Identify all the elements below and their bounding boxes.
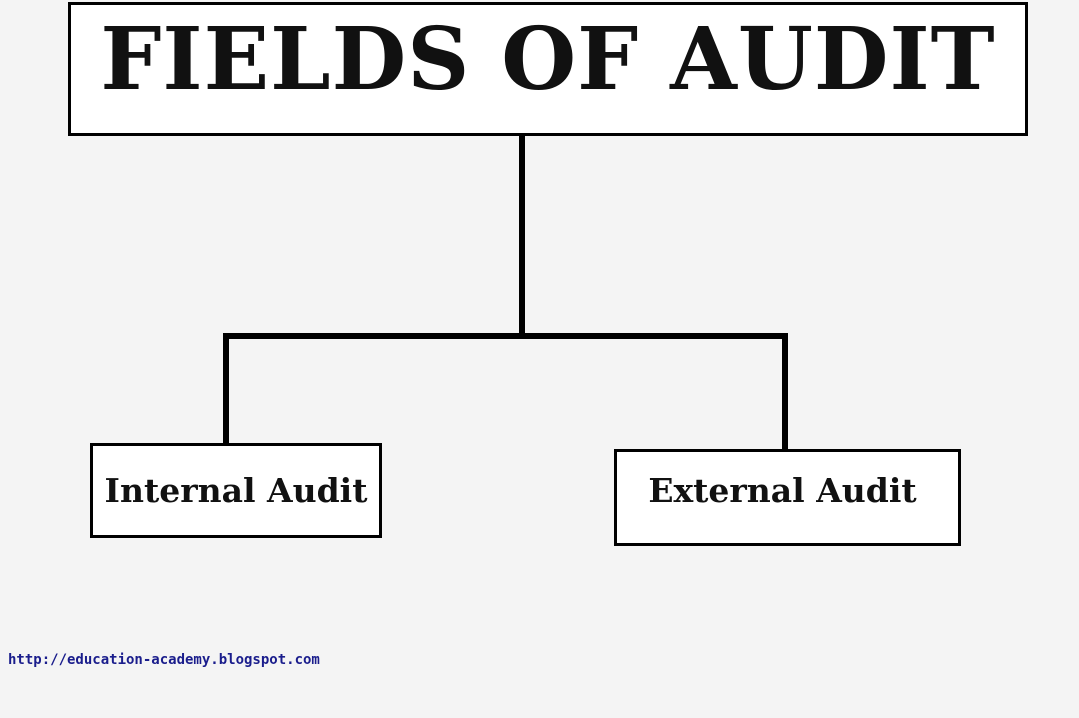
internal-audit-node: Internal Audit <box>90 443 382 538</box>
root-node-label: FIELDS OF AUDIT <box>100 8 996 110</box>
root-node: FIELDS OF AUDIT <box>68 2 1028 136</box>
external-audit-label: External Audit <box>648 471 917 510</box>
source-url: http://education-academy.blogspot.com <box>8 652 320 668</box>
internal-audit-label: Internal Audit <box>104 471 368 510</box>
external-audit-node: External Audit <box>614 449 961 546</box>
